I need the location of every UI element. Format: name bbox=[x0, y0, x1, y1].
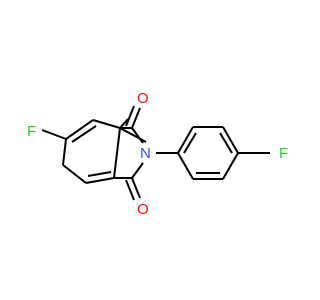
atom-labels: F F O O N bbox=[27, 90, 288, 218]
nitrogen-label: N bbox=[140, 145, 151, 162]
bond bbox=[222, 152, 239, 180]
bond bbox=[131, 177, 141, 199]
bond bbox=[222, 126, 239, 154]
fluorine-label-right: F bbox=[279, 145, 288, 162]
bond bbox=[62, 164, 87, 184]
bond bbox=[219, 132, 233, 154]
bond bbox=[119, 118, 129, 129]
bond bbox=[85, 177, 115, 184]
bond bbox=[125, 179, 135, 201]
bonds bbox=[41, 105, 270, 201]
bond bbox=[62, 138, 67, 166]
bond bbox=[87, 171, 112, 177]
bond bbox=[92, 119, 121, 129]
molecule-structure: F F O O N bbox=[27, 90, 288, 218]
bond bbox=[183, 132, 197, 154]
bond bbox=[113, 127, 121, 179]
bond bbox=[131, 127, 144, 144]
oxygen-label-top: O bbox=[137, 90, 149, 107]
bond bbox=[131, 107, 141, 129]
bond bbox=[177, 152, 194, 180]
bond bbox=[41, 129, 67, 140]
fluorine-label-left: F bbox=[27, 123, 36, 140]
bond bbox=[125, 105, 135, 127]
oxygen-label-bottom: O bbox=[137, 201, 149, 218]
bond bbox=[177, 126, 194, 154]
bond bbox=[71, 125, 97, 143]
bond bbox=[131, 162, 144, 179]
bond bbox=[65, 119, 94, 140]
